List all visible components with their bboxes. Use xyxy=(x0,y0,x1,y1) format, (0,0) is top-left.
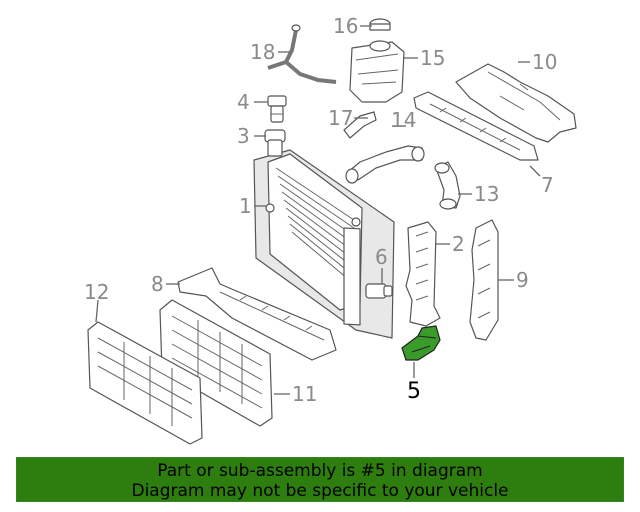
hose-small-part xyxy=(434,161,461,210)
callout-10: 10 xyxy=(532,50,557,74)
notice-line-disclaimer: Diagram may not be specific to your vehi… xyxy=(131,481,509,501)
callout-7: 7 xyxy=(541,173,554,197)
callout-15: 15 xyxy=(420,46,445,70)
notice-line-part-number: Part or sub-assembly is #5 in diagram xyxy=(157,461,483,481)
hose-large-part xyxy=(345,145,425,184)
callout-4: 4 xyxy=(237,90,250,114)
callout-12: 12 xyxy=(84,280,109,304)
callout-18: 18 xyxy=(250,40,275,64)
callout-9: 9 xyxy=(516,268,529,292)
air-duct-lower-part xyxy=(177,267,337,361)
hose-line-part xyxy=(267,24,337,84)
side-deflector-part xyxy=(469,219,499,341)
callout-3: 3 xyxy=(237,124,250,148)
sensor-part xyxy=(267,95,287,123)
callout-14: 14 xyxy=(391,108,416,132)
leader-lines xyxy=(95,25,541,395)
upper-shroud-part xyxy=(455,63,577,143)
callout-2: 2 xyxy=(452,232,465,256)
valve-part xyxy=(264,129,286,157)
notice-banner: Part or sub-assembly is #5 in diagram Di… xyxy=(16,457,624,502)
callout-5: 5 xyxy=(407,379,421,404)
expansion-tank-part xyxy=(349,40,405,103)
connector-part xyxy=(365,283,393,299)
air-duct-upper-part xyxy=(413,91,539,161)
callout-16: 16 xyxy=(333,14,358,38)
lower-shutter-part xyxy=(87,321,203,445)
radiator-part xyxy=(253,149,395,339)
parts-diagram: 1 2 3 4 5 6 7 8 9 10 11 12 13 14 15 16 1… xyxy=(84,14,577,445)
callout-8: 8 xyxy=(151,272,164,296)
bracket-part-highlighted xyxy=(401,325,441,361)
callout-13: 13 xyxy=(474,182,499,206)
callout-11: 11 xyxy=(292,382,317,406)
callout-1: 1 xyxy=(239,194,252,218)
callout-6: 6 xyxy=(375,245,388,269)
callout-17: 17 xyxy=(328,106,353,130)
tank-cap-part xyxy=(369,18,391,31)
side-seal-part xyxy=(405,221,441,327)
